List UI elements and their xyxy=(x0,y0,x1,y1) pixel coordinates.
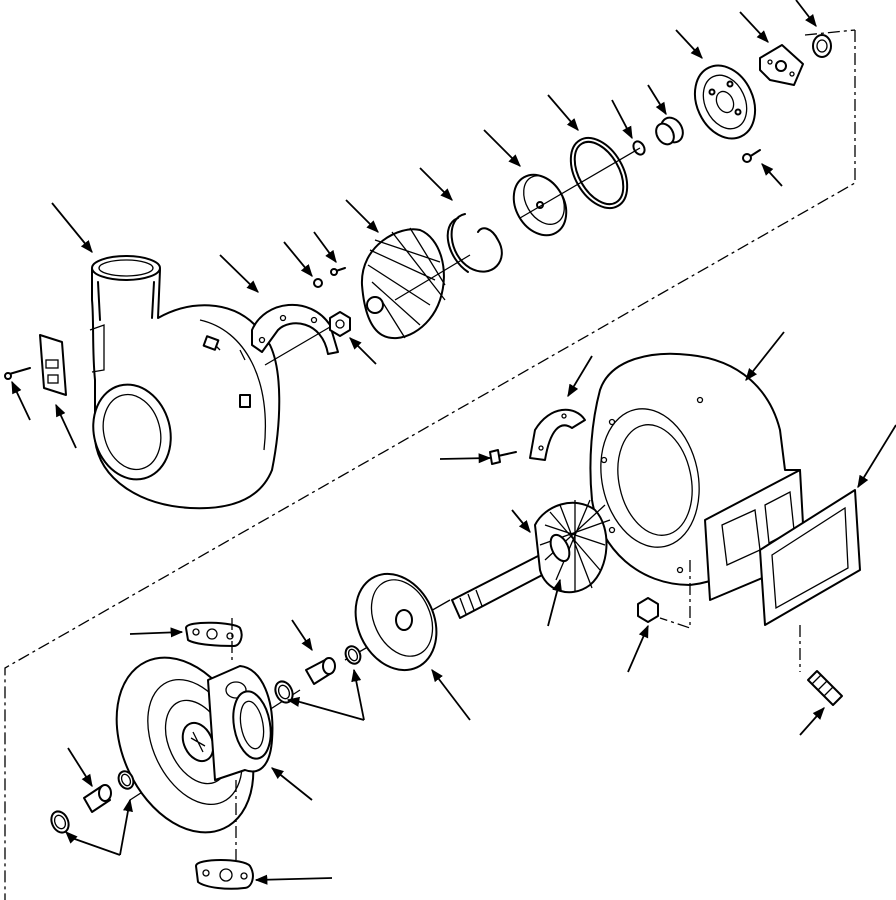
flange-gasket xyxy=(759,489,861,626)
impeller-nut xyxy=(329,311,351,337)
thrust-collar xyxy=(655,116,684,146)
compressor-wheel xyxy=(360,227,446,340)
lock-washer-small xyxy=(313,278,323,288)
callout-leaders xyxy=(11,0,896,885)
snap-ring xyxy=(446,213,503,273)
drive-screw xyxy=(4,367,31,380)
piston-ring-2 xyxy=(117,770,135,790)
heat-shield xyxy=(354,572,438,672)
nameplate xyxy=(39,334,67,396)
insert-plate xyxy=(512,173,568,237)
cap-screw-lower xyxy=(489,449,517,465)
piston-ring-1 xyxy=(344,645,362,665)
locator-lines xyxy=(231,560,801,860)
thrust-bearing-plate xyxy=(693,64,757,140)
cap-screw-small xyxy=(330,267,346,276)
o-ring-large xyxy=(569,136,629,210)
upper-axis-line xyxy=(264,147,641,366)
cap-screw-flange xyxy=(742,149,761,163)
journal-bearing-1 xyxy=(305,657,336,685)
retainer-plate-flange xyxy=(759,44,804,86)
shaft-and-turbine-wheel xyxy=(451,499,611,619)
bearing-nut-top xyxy=(812,34,832,58)
journal-bearing-2 xyxy=(83,784,112,813)
assembly-boundary xyxy=(4,29,856,900)
retaining-plate-upper xyxy=(251,303,339,355)
oil-drain-gasket xyxy=(195,859,254,890)
oil-inlet-gasket xyxy=(185,621,243,647)
retaining-plate-lower xyxy=(529,408,586,461)
center-housing xyxy=(115,656,274,834)
compressor-housing xyxy=(89,255,281,510)
retaining-ring-2 xyxy=(50,810,70,834)
lock-nut-lower xyxy=(637,597,659,623)
stud xyxy=(807,670,843,706)
